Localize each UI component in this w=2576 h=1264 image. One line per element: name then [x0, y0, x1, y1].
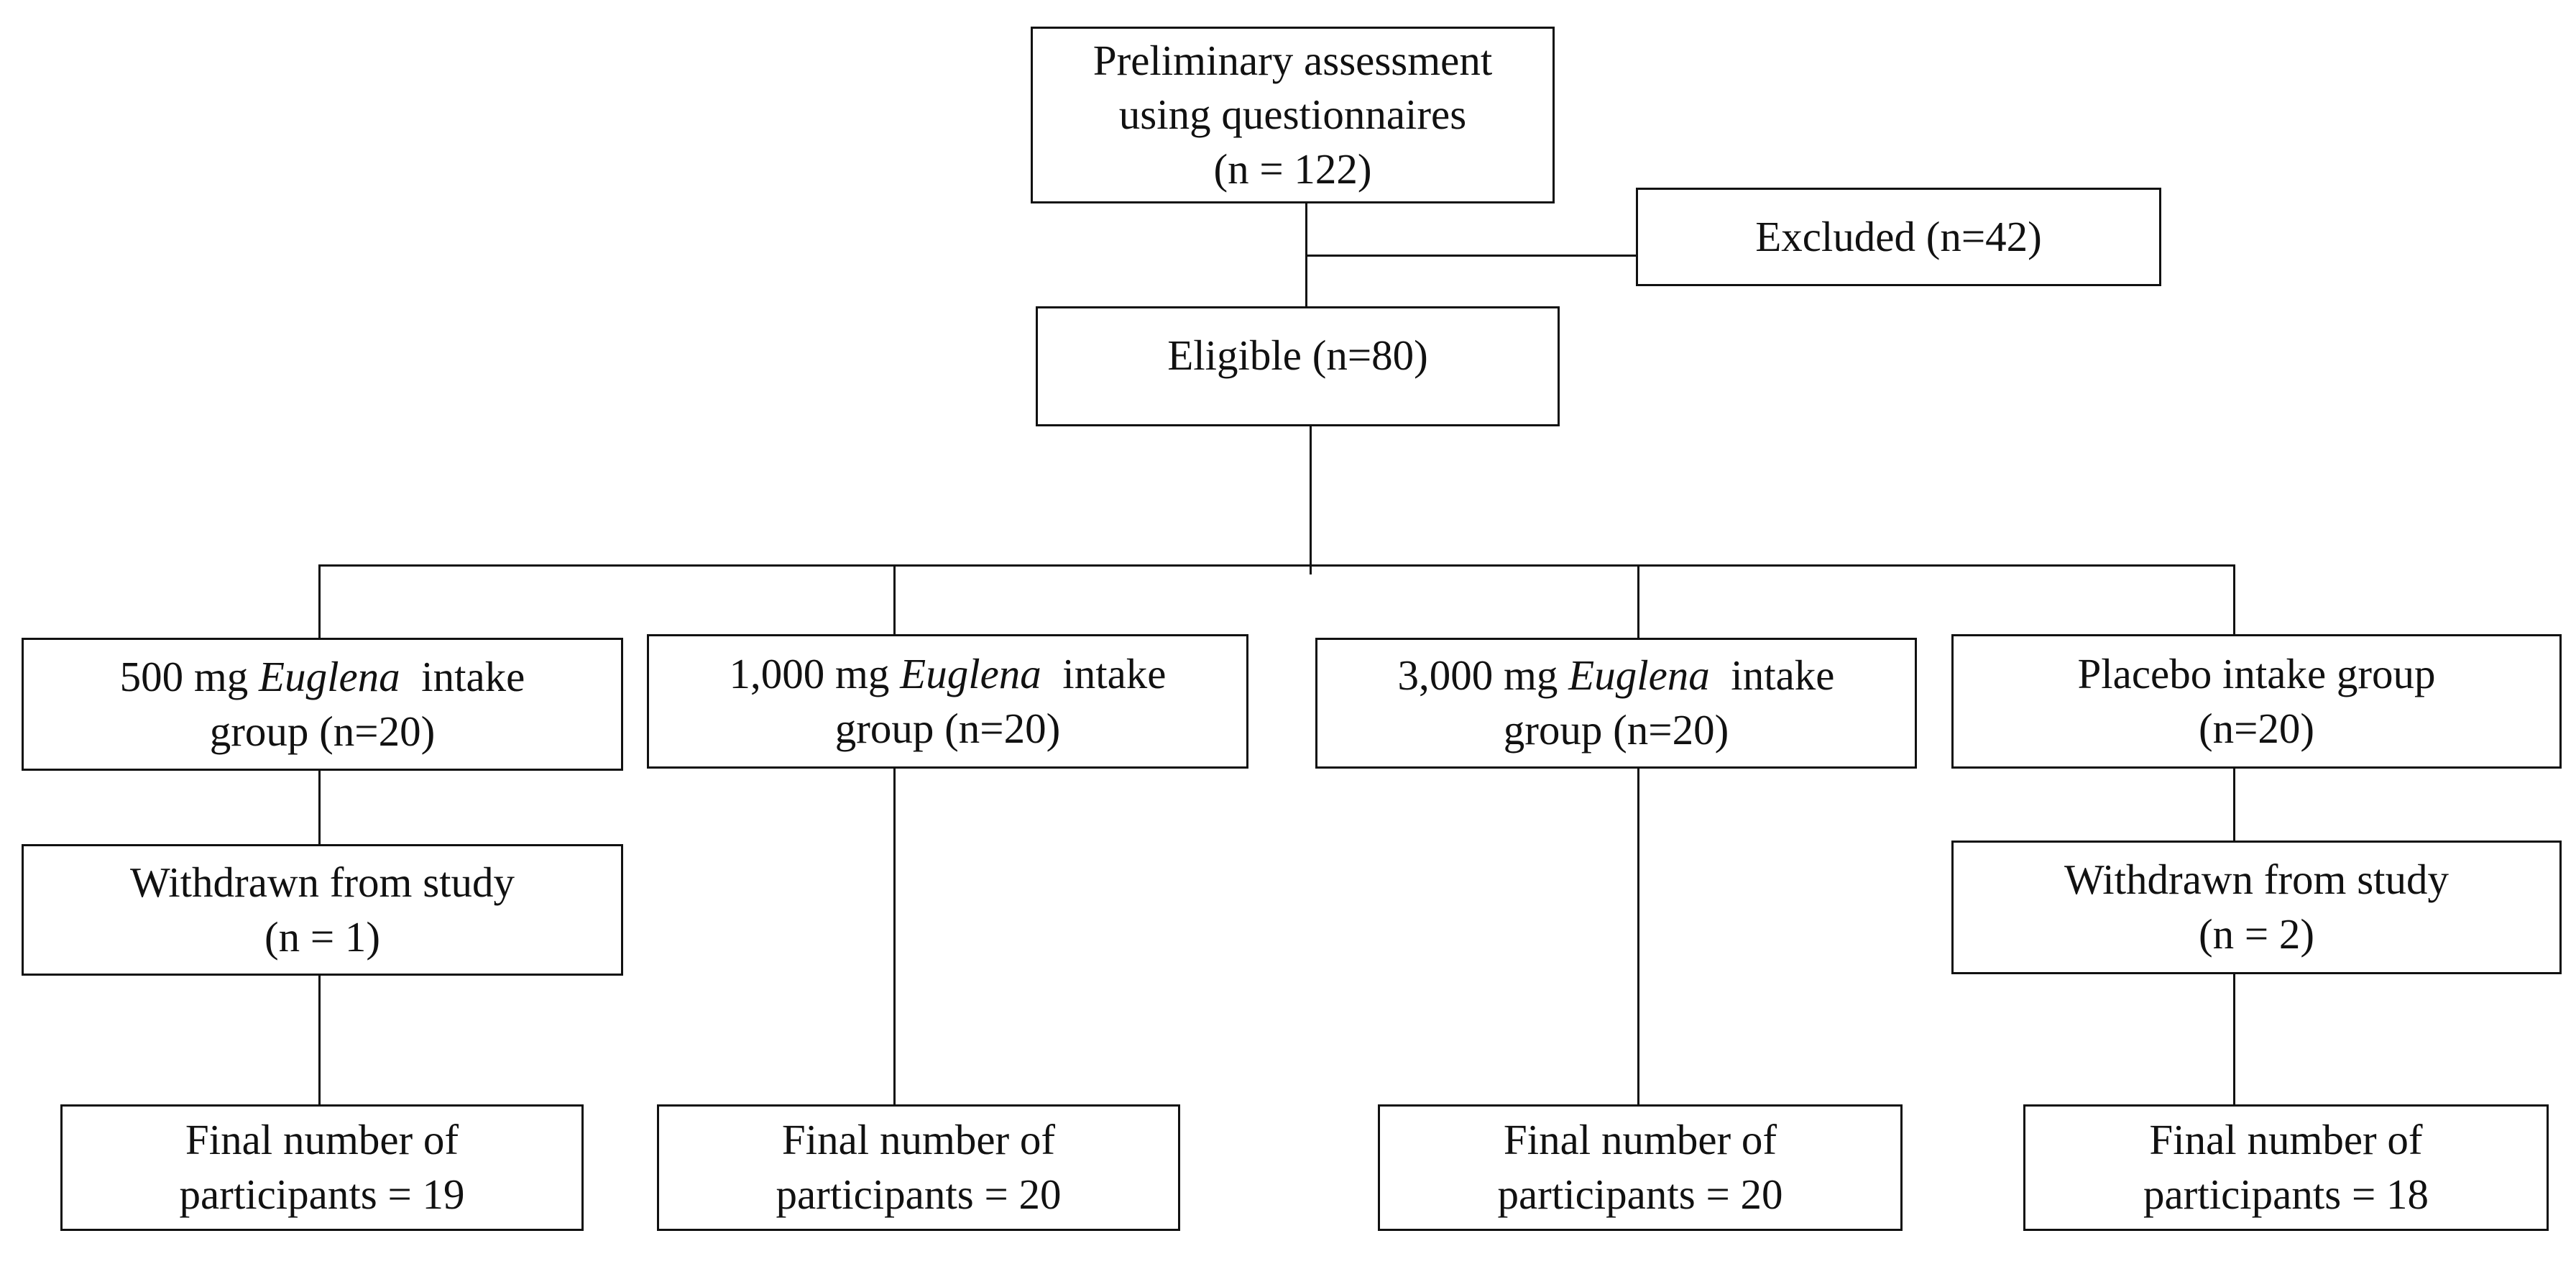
- final-3000mg-line-2: participants = 20: [1497, 1171, 1783, 1218]
- group-1000mg-box: 1,000 mg Euglena intake group (n=20): [647, 634, 1248, 769]
- excluded-text: Excluded (n=42): [1755, 212, 2042, 260]
- eligible-box: Eligible (n=80): [1036, 306, 1560, 426]
- excluded-box: Excluded (n=42): [1636, 188, 2161, 286]
- connector-withdrawn-to-final-500: [318, 974, 321, 1104]
- connector-group-3000-to-final: [1637, 769, 1639, 1104]
- withdrawn-box-placebo: Withdrawn from study (n = 2): [1951, 841, 2562, 974]
- group-3000mg-line-1: 3,000 mg Euglena intake: [1397, 651, 1835, 700]
- connector-bus-to-group-500: [318, 564, 321, 638]
- connector-group-500-to-withdrawn: [318, 771, 321, 846]
- group-3000mg-line-2: group (n=20): [1503, 706, 1729, 754]
- withdrawn-placebo-line-1: Withdrawn from study: [2064, 856, 2450, 904]
- connector-bus-to-group-placebo: [2233, 564, 2235, 638]
- connector-eligible-to-branch: [1310, 426, 1312, 574]
- final-1000mg-line-2: participants = 20: [776, 1171, 1062, 1218]
- connector-bus-to-group-3000: [1637, 564, 1639, 638]
- withdrawn-placebo-line-2: (n = 2): [2198, 910, 2315, 958]
- eligible-text: Eligible (n=80): [1167, 331, 1428, 379]
- final-placebo-line-2: participants = 18: [2143, 1171, 2429, 1218]
- group-1000mg-line-2: group (n=20): [834, 704, 1061, 752]
- final-participants-box-3000mg: Final number of participants = 20: [1378, 1104, 1903, 1231]
- final-1000mg-line-1: Final number of: [781, 1116, 1056, 1164]
- connector-to-excluded: [1305, 255, 1637, 257]
- final-3000mg-line-1: Final number of: [1503, 1116, 1777, 1164]
- withdrawn-box-500mg: Withdrawn from study (n = 1): [22, 844, 623, 976]
- assessment-line-2: using questionnaires: [1118, 91, 1467, 139]
- preliminary-assessment-box: Preliminary assessment using questionnai…: [1031, 27, 1555, 203]
- assessment-line-1: Preliminary assessment: [1092, 36, 1493, 84]
- group-1000mg-line-1: 1,000 mg Euglena intake: [729, 649, 1167, 697]
- final-participants-box-500mg: Final number of participants = 19: [60, 1104, 584, 1231]
- group-3000mg-box: 3,000 mg Euglena intake group (n=20): [1315, 638, 1917, 769]
- branch-bus-line: [318, 564, 2235, 567]
- connector-bus-to-group-1000: [893, 564, 896, 634]
- group-500mg-line-2: group (n=20): [209, 707, 436, 755]
- final-500mg-line-1: Final number of: [185, 1116, 459, 1164]
- group-500mg-line-1: 500 mg Euglena intake: [119, 652, 525, 700]
- connector-group-placebo-to-withdrawn: [2233, 769, 2235, 842]
- final-participants-box-1000mg: Final number of participants = 20: [657, 1104, 1180, 1231]
- withdrawn-500mg-line-1: Withdrawn from study: [129, 858, 515, 906]
- connector-group-1000-to-final: [893, 769, 896, 1104]
- final-placebo-line-1: Final number of: [2149, 1116, 2423, 1164]
- withdrawn-500mg-line-2: (n = 1): [264, 912, 381, 961]
- group-placebo-line-1: Placebo intake group: [2077, 649, 2436, 697]
- group-placebo-line-2: (n=20): [2198, 704, 2315, 752]
- connector-withdrawn-to-final-placebo: [2233, 974, 2235, 1104]
- assessment-line-3: (n = 122): [1213, 145, 1372, 193]
- group-placebo-box: Placebo intake group (n=20): [1951, 634, 2562, 769]
- group-500mg-box: 500 mg Euglena intake group (n=20): [22, 638, 623, 771]
- final-500mg-line-2: participants = 19: [179, 1171, 465, 1218]
- final-participants-box-placebo: Final number of participants = 18: [2023, 1104, 2549, 1231]
